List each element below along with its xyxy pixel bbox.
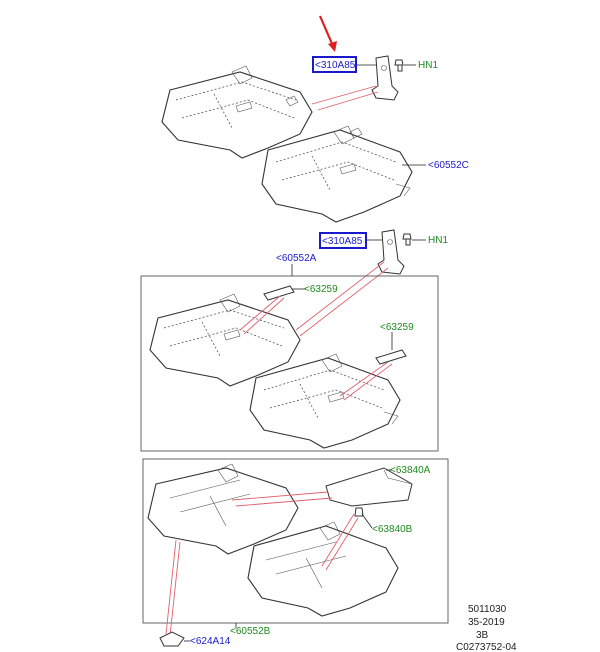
reference-block: 5011030 35-2019 3B C0273752-04: [456, 604, 517, 652]
clip-part[interactable]: [159, 631, 185, 647]
upper-part-highlight-box: [312, 56, 357, 73]
clip-group: [159, 539, 190, 647]
upper-right-cushion[interactable]: [261, 129, 413, 223]
ref-line-3: 3B: [476, 630, 489, 641]
mid-bolt-label[interactable]: HN1: [428, 235, 448, 246]
mid-cushion-label[interactable]: <60552A: [276, 253, 317, 264]
pad-right[interactable]: [375, 349, 407, 365]
ref-line-2: 35-2019: [468, 617, 505, 628]
ref-line-1: 5011030: [468, 604, 507, 615]
clip-label[interactable]: <624A14: [190, 636, 231, 647]
lower-pads-group: [231, 467, 413, 571]
upper-seat-cushion-assembly: [161, 65, 413, 223]
mid-bolt[interactable]: [402, 233, 412, 246]
lower-right-cushion[interactable]: [247, 525, 399, 617]
mid-pads-group: [239, 285, 407, 401]
pad-large[interactable]: [325, 467, 413, 507]
mid-part-highlight-box: [319, 232, 367, 249]
lower-left-cushion[interactable]: [147, 467, 299, 555]
lower-cushion-label[interactable]: <60552B: [230, 626, 271, 637]
pad-left[interactable]: [263, 285, 295, 301]
pad-left-label[interactable]: <63259: [304, 284, 338, 295]
upper-bracket[interactable]: [371, 55, 399, 101]
pad-lower-clip[interactable]: [354, 507, 364, 517]
pad-lower-label[interactable]: <63840B: [372, 524, 413, 535]
lower-assembly-frame: [142, 458, 449, 624]
mid-bracket[interactable]: [377, 229, 405, 275]
upper-bolt[interactable]: [394, 59, 404, 72]
pad-large-label[interactable]: <63840A: [390, 465, 431, 476]
upper-cushion-label[interactable]: <60552C: [428, 160, 469, 171]
upper-bolt-label[interactable]: HN1: [418, 60, 438, 71]
mid-assembly-frame: [140, 275, 439, 452]
upper-bracket-group: [311, 55, 426, 166]
ref-line-4: C0273752-04: [456, 642, 517, 652]
mid-right-cushion[interactable]: [249, 357, 401, 449]
mid-bracket-label[interactable]: <310A85: [322, 236, 363, 247]
lower-seat-cushion-assembly: [147, 463, 399, 617]
mid-seat-cushion-assembly: [149, 293, 401, 449]
upper-bracket-label[interactable]: <310A85: [315, 60, 356, 71]
pad-right-label[interactable]: <63259: [380, 322, 414, 333]
pointer-arrow: [318, 15, 337, 52]
mid-bracket-group: [295, 229, 426, 337]
